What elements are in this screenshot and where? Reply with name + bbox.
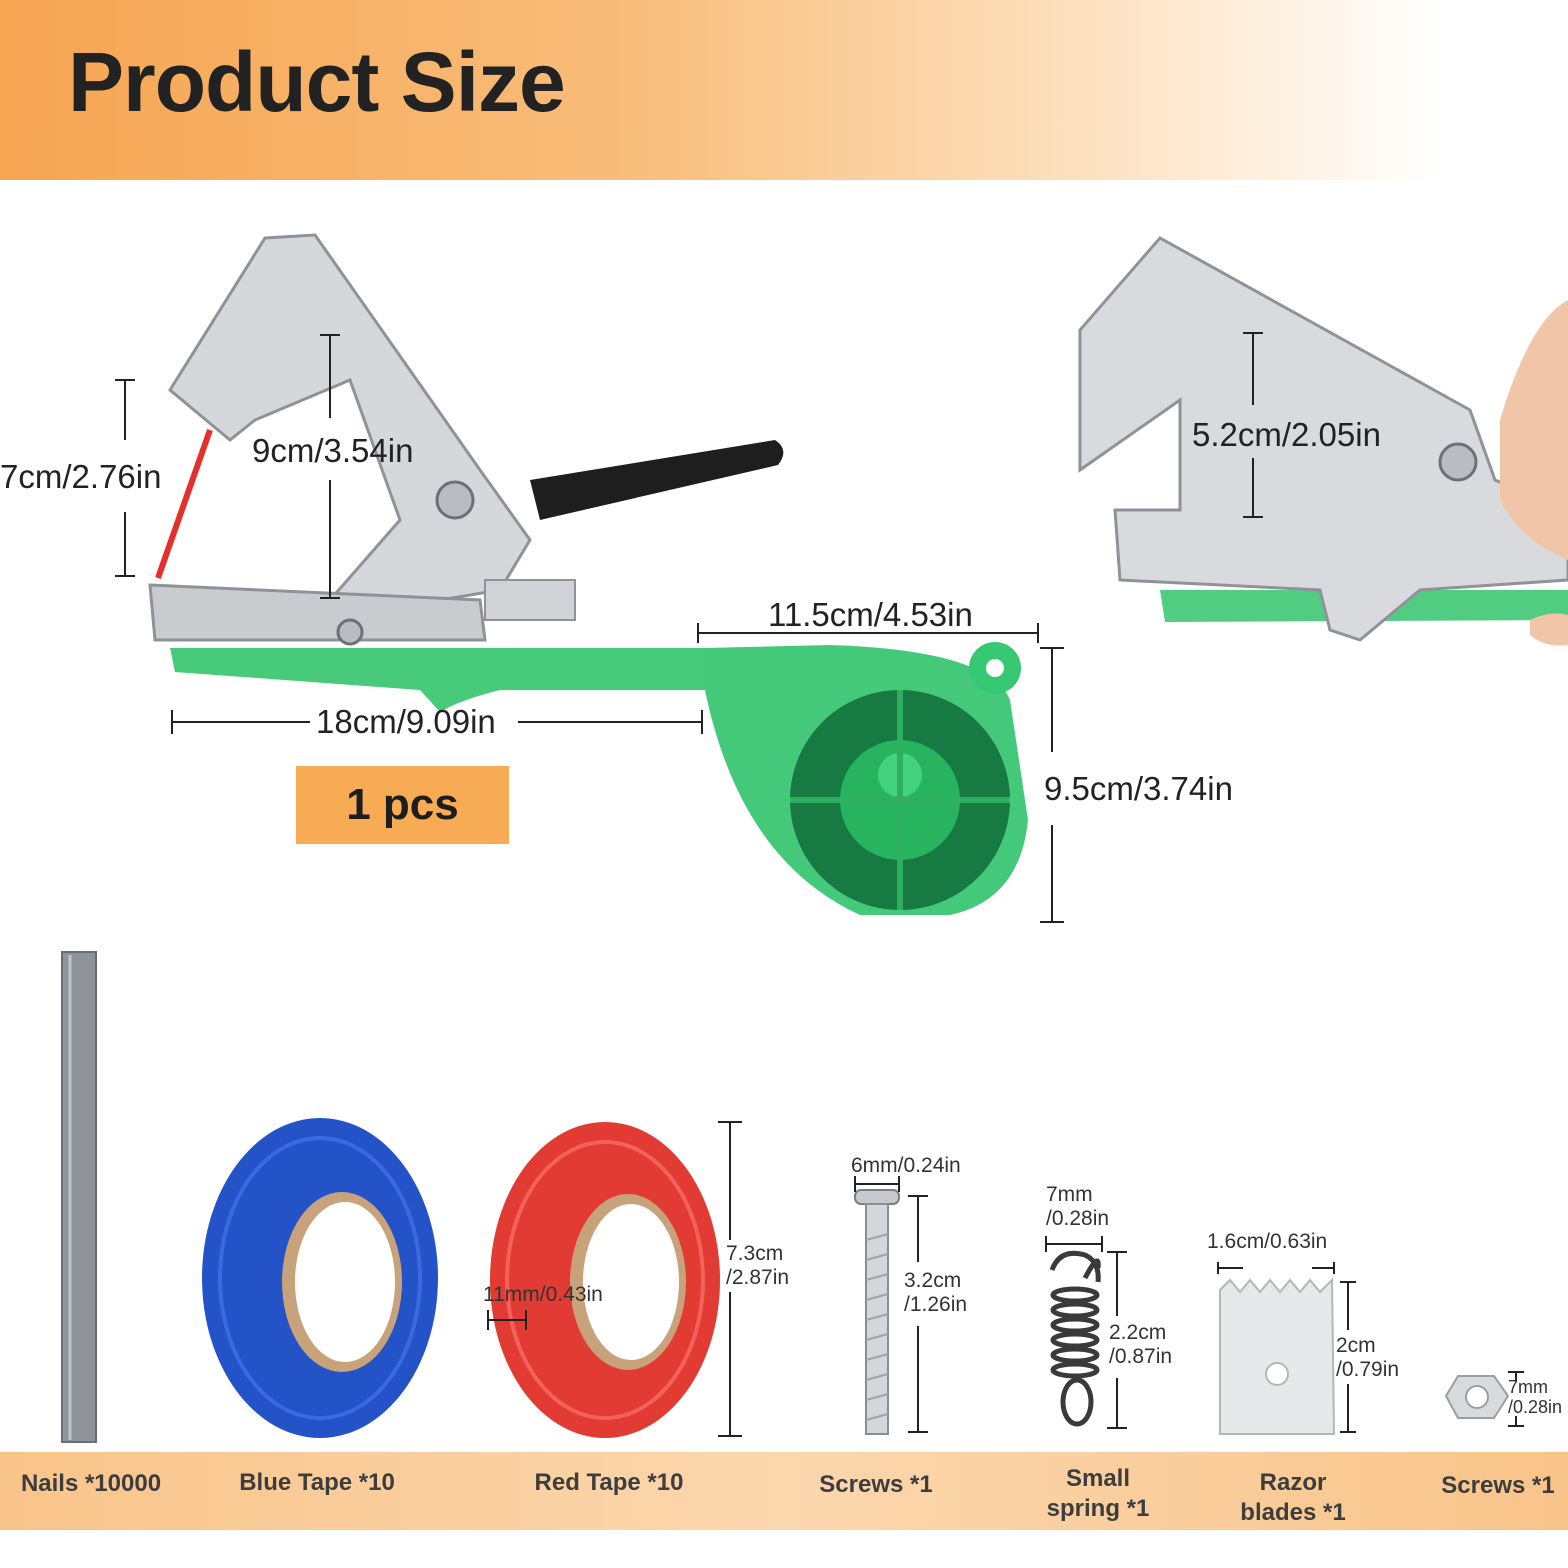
red-tape-diameter-label: 7.3cm /2.87in — [726, 1242, 790, 1289]
dimension-lines-main — [115, 334, 1064, 923]
spring-part — [1049, 1250, 1101, 1427]
footer-band: Nails *10000 Blue Tape *10 Red Tape *10 … — [0, 1452, 1568, 1530]
dispenser-height-label: 9.5cm/3.74in — [1044, 770, 1233, 807]
dimension-lines-red-tape — [487, 1121, 742, 1437]
header-banner: Product Size — [0, 0, 1568, 180]
quantity-badge: 1 pcs — [296, 766, 509, 844]
tapetool-closeup — [1078, 236, 1568, 646]
dispenser-width-label: 11.5cm/4.53in — [768, 596, 973, 633]
razor-blade — [1219, 1277, 1336, 1435]
blade-height-label: 2cm /0.79in — [1336, 1334, 1400, 1381]
blade-width-label: 1.6cm/0.63in — [1207, 1230, 1328, 1253]
screw-length-label: 3.2cm /1.26in — [904, 1269, 968, 1316]
tool-height-label: 7cm/2.76in — [0, 458, 162, 495]
nut-size-label: 7mm /0.28in — [1508, 1377, 1563, 1417]
screw-head-label: 6mm/0.24in — [851, 1154, 961, 1177]
screw-bolt — [854, 1189, 900, 1435]
dimension-lines-spring — [1045, 1236, 1127, 1429]
tool-length-label: 18cm/9.09in — [316, 703, 496, 740]
dimension-lines-screw — [854, 1176, 928, 1433]
red-tape-width-label: 11mm/0.43in — [483, 1283, 603, 1306]
footer-item-razor-blades: Razor blades *1 — [1240, 1469, 1346, 1526]
footer-item-red-tape: Red Tape *10 — [534, 1469, 684, 1496]
nails-strip — [61, 951, 97, 1443]
tapetool-main — [148, 233, 1028, 915]
spring-length-label: 2.2cm /0.87in — [1109, 1321, 1173, 1368]
page-title: Product Size — [68, 35, 566, 129]
closeup-height-label: 5.2cm/2.05in — [1192, 416, 1381, 453]
red-tape-roll — [490, 1122, 720, 1438]
blue-tape-roll — [202, 1118, 438, 1438]
dimension-lines-blade — [1217, 1262, 1356, 1433]
hex-nut — [1444, 1375, 1510, 1419]
tool-inner-height-label: 9cm/3.54in — [252, 432, 414, 469]
footer-item-screws-nut: Screws *1 — [1441, 1472, 1555, 1499]
dimension-lines-nut — [1508, 1371, 1524, 1427]
footer-item-screws: Screws *1 — [819, 1471, 933, 1498]
spring-width-label: 7mm /0.28in — [1046, 1183, 1110, 1230]
dimension-lines-closeup — [1243, 332, 1263, 518]
footer-item-blue-tape: Blue Tape *10 — [239, 1469, 395, 1496]
footer-item-small-spring: Small spring *1 — [1046, 1465, 1150, 1522]
footer-item-nails: Nails *10000 — [20, 1470, 162, 1497]
